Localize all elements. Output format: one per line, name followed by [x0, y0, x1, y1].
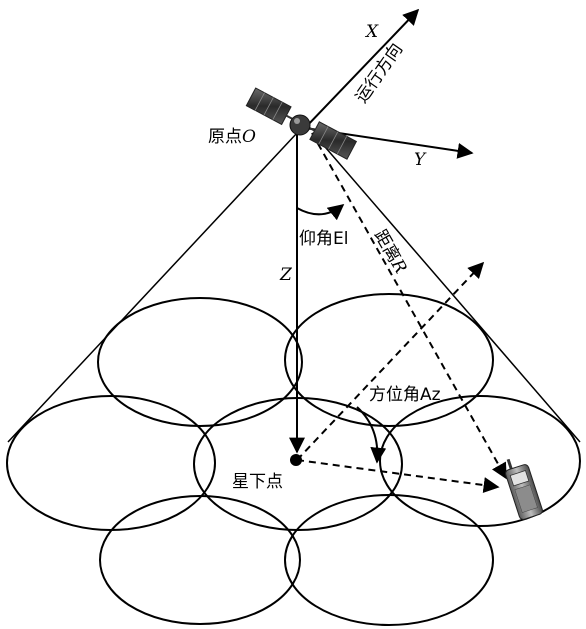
distance-r-label: 距离R: [370, 227, 411, 278]
z-axis-label: Z: [279, 265, 293, 285]
beam-cell-bottom-right: [284, 494, 494, 626]
satellite-icon: [245, 87, 358, 160]
range-r-arrow: [311, 132, 507, 480]
subsatellite-point-label: 星下点: [232, 472, 283, 492]
mobile-phone-icon: [505, 458, 543, 520]
azimuth-angle-arc: [356, 406, 387, 464]
beam-cell-top-left: [97, 297, 303, 427]
subsatellite-point-marker: [290, 454, 302, 466]
subsatellite-to-terminal-arrow: [296, 459, 500, 494]
x-axis-arrow: [304, 8, 420, 129]
elevation-angle-label: 仰角El: [299, 229, 348, 249]
azimuth-angle-label: 方位角Az: [369, 385, 441, 405]
cone-left-edge: [7, 132, 298, 443]
x-axis-label: X: [364, 22, 379, 42]
beam-cell-mid-right: [379, 395, 581, 527]
cone-right-edge: [312, 132, 581, 443]
beam-cell-top-right: [284, 293, 494, 427]
origin-label: 原点O: [208, 127, 256, 147]
elevation-angle-arc: [296, 203, 345, 221]
y-axis-label: Y: [414, 150, 427, 170]
beam-cell-bottom-left: [99, 495, 301, 625]
ground-reference-arrow: [296, 261, 485, 461]
beam-cell-mid-left: [6, 395, 216, 531]
